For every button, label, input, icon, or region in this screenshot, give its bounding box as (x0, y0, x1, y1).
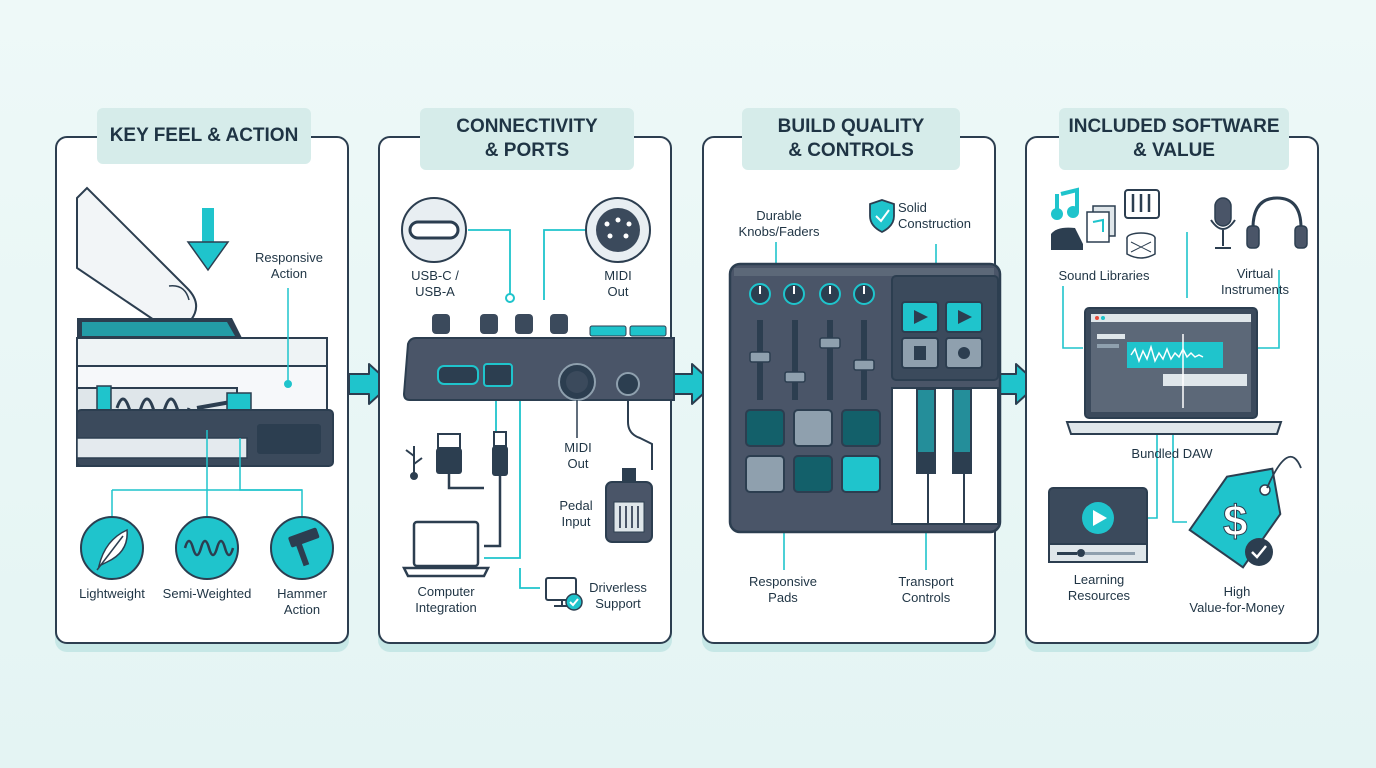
label-line: Sound Libraries (1058, 268, 1150, 283)
headphones-icon (1246, 196, 1308, 249)
label-semi-weighted: Semi-Weighted (157, 586, 257, 602)
label-line: Support (595, 596, 641, 611)
panel-title-line: CONNECTIVITY (456, 116, 598, 137)
panel-title-line: & VALUE (1133, 140, 1215, 161)
label-line: Value-for-Money (1189, 600, 1285, 615)
daw-laptop-icon (1065, 307, 1283, 435)
label-learning-resources: Learning Resources (1049, 572, 1149, 604)
label-lightweight: Lightweight (67, 586, 157, 602)
label-bundled-daw: Bundled DAW (1117, 446, 1227, 462)
label-line: Hammer (277, 586, 327, 601)
label-line: Computer (417, 584, 475, 599)
label-high-value: High Value-for-Money (1177, 584, 1297, 616)
label-line: Instruments (1221, 282, 1289, 297)
label-line: Input (561, 514, 591, 529)
label-line: Pedal (559, 498, 593, 513)
label-line: Semi-Weighted (162, 586, 252, 601)
label-line: Bundled DAW (1131, 446, 1213, 461)
label-line: Out (567, 456, 589, 471)
panel-title-line: KEY FEEL & ACTION (109, 125, 299, 146)
label-durable-knobs: Durable Knobs/Faders (730, 208, 828, 240)
label-driverless-support: Driverless Support (580, 580, 656, 612)
panel-key-feel: KEY FEEL & ACTION (55, 108, 349, 644)
label-hammer-action: Hammer Action (257, 586, 347, 618)
label-line: Solid (898, 200, 927, 215)
key-mechanism-icon (76, 318, 334, 467)
label-line: High (1223, 584, 1251, 599)
label-midi-out-top: MIDI Out (590, 268, 646, 300)
label-responsive-action: Responsive Action (249, 250, 329, 282)
label-line: Out (607, 284, 629, 299)
panel-title-line: INCLUDED SOFTWARE (1068, 116, 1280, 137)
ports-illustration (401, 197, 675, 611)
feather-icon (80, 516, 144, 580)
label-pedal-input: Pedal Input (548, 498, 604, 530)
label-solid-construction: Solid Construction (898, 200, 990, 232)
microphone-icon (1210, 197, 1236, 249)
panel-title: BUILD QUALITY & CONTROLS (742, 108, 960, 170)
controller-icon (728, 262, 1002, 534)
panel-title: KEY FEEL & ACTION (97, 108, 311, 164)
label-line: Integration (415, 600, 477, 615)
label-usb: USB-C / USB-A (398, 268, 472, 300)
panel-title-line: BUILD QUALITY (777, 116, 925, 137)
label-line: Responsive (749, 574, 817, 589)
label-line: Durable (756, 208, 802, 223)
label-line: Construction (898, 216, 971, 231)
label-midi-out: MIDI Out (550, 440, 606, 472)
usb-symbol-icon (405, 446, 423, 480)
spring-icon (175, 516, 239, 580)
panel-title: CONNECTIVITY & PORTS (420, 108, 634, 170)
pedal-icon (605, 400, 653, 543)
music-note-icon (1051, 187, 1079, 220)
panel-title-line: & PORTS (484, 140, 570, 161)
laptop-icon (401, 520, 491, 578)
panel-software-value: INCLUDED SOFTWARE & VALUE (1025, 108, 1319, 644)
label-line: MIDI (604, 268, 632, 283)
hammer-icon (270, 516, 334, 580)
label-line: Responsive (255, 250, 323, 265)
panel-build-quality: BUILD QUALITY & CONTROLS (702, 108, 1002, 644)
software-illustration: $ (1048, 187, 1308, 569)
label-line: USB-C / (411, 268, 459, 283)
label-line: USB-A (415, 284, 455, 299)
label-line: Knobs/Faders (738, 224, 820, 239)
label-line: Controls (901, 590, 951, 605)
label-computer-integration: Computer Integration (398, 584, 494, 616)
label-transport-controls: Transport Controls (884, 574, 968, 606)
key-mechanism-illustration (76, 186, 334, 580)
sheet-stack-icon (1086, 205, 1116, 243)
controller-illustration (728, 199, 1002, 570)
label-responsive-pads: Responsive Pads (738, 574, 828, 606)
panel-connectivity: CONNECTIVITY & PORTS (378, 108, 675, 644)
label-line: Action (270, 266, 308, 281)
device-rear-panel (402, 314, 675, 401)
label-sound-libraries: Sound Libraries (1045, 268, 1163, 284)
panel-title-line: & CONTROLS (788, 140, 914, 161)
monitor-check-icon (545, 577, 583, 611)
label-line: Lightweight (79, 586, 145, 601)
svg-text:$: $ (1223, 497, 1247, 546)
price-tag-icon: $ (1188, 455, 1302, 569)
label-line: Driverless (589, 580, 647, 595)
shield-check-icon (869, 199, 895, 234)
down-arrow-icon (186, 208, 230, 272)
usb-c-port-icon (401, 197, 467, 263)
keyboard-icon (1124, 189, 1160, 219)
usb-plug-icon (436, 431, 508, 548)
piano-icon (1051, 227, 1083, 250)
video-player-icon (1048, 487, 1148, 563)
finger-icon (76, 186, 198, 328)
label-line: Action (283, 602, 321, 617)
label-line: Virtual (1236, 266, 1274, 281)
midi-port-icon (585, 197, 651, 263)
label-virtual-instruments: Virtual Instruments (1205, 266, 1305, 298)
label-line: Transport (898, 574, 954, 589)
label-line: Resources (1067, 588, 1131, 603)
panel-title: INCLUDED SOFTWARE & VALUE (1059, 108, 1289, 170)
drum-icon (1126, 232, 1156, 259)
label-line: Pads (768, 590, 798, 605)
label-line: MIDI (564, 440, 592, 455)
label-line: Learning (1073, 572, 1125, 587)
